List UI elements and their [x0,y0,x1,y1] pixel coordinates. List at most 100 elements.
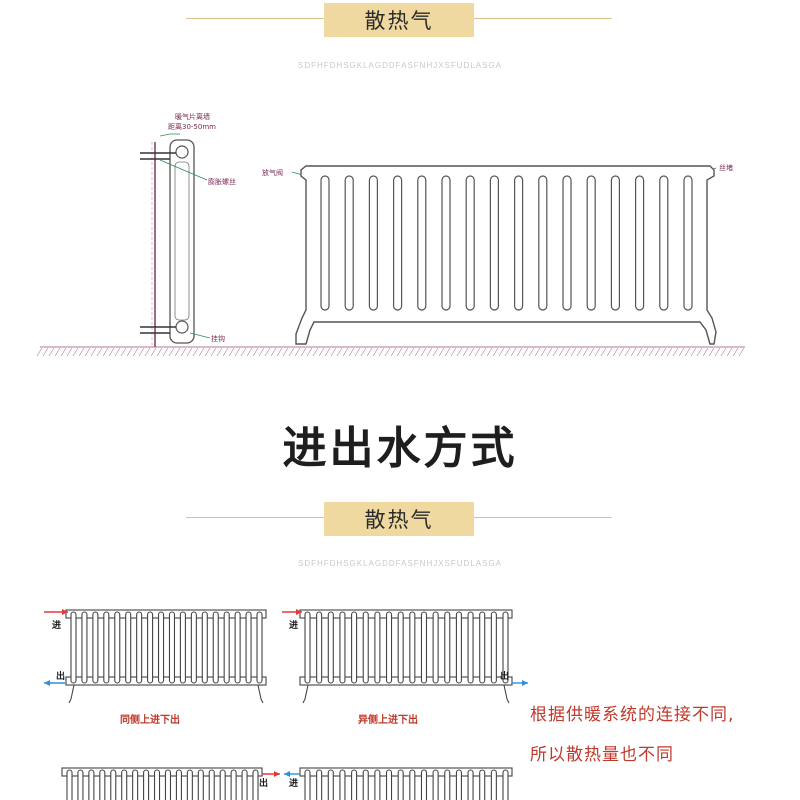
ground-hatch-stroke [126,347,133,357]
ground-hatch-stroke [690,347,697,357]
flow-3-fin [164,769,172,800]
note-line-2: 所以散热量也不同 [530,745,674,765]
flow-3-fin [143,769,150,800]
ground-hatch-stroke [264,347,271,357]
ground-hatch-stroke [204,347,211,357]
ground-hatch-stroke [486,347,493,357]
ground-hatch-stroke [324,347,331,357]
flow-2-in-arrow-head [296,609,302,615]
flow-3-fin [121,769,128,800]
ground-hatch-stroke [570,347,577,357]
leader-bolt [159,159,208,181]
ground-hatch-stroke [684,347,691,357]
bottom-header-line-right [474,517,612,518]
flow-3-fin [66,769,73,800]
flow-1-fin [256,611,263,684]
ground-hatch-stroke [216,347,223,357]
ground-hatch-stroke [282,347,289,357]
flow-1-fin [157,611,165,684]
flow-3-out-arrow-head [274,771,280,777]
ground-hatch-stroke [174,347,181,357]
ground-hatch-stroke [312,347,319,357]
flow-4-in-label: 进 [289,779,299,789]
flow-4-fin [362,769,369,800]
flow-1-fin [212,611,219,684]
flow-2-fin [374,611,381,684]
front-radiator-fin [513,175,524,311]
ground-hatch-stroke [276,347,283,357]
flow-4-fin [444,769,451,800]
ground-hatch-stroke [144,347,151,357]
ground-hatch-stroke [558,347,565,357]
ground-hatch-stroke [522,347,529,357]
ground-hatch-stroke [342,347,349,357]
ground-hatch-stroke [168,347,175,357]
flow-4-fin [339,769,346,800]
flow-4-fin [409,769,416,800]
ground-hatch-stroke [240,347,247,357]
ground-hatch-stroke [48,347,55,357]
ground-hatch-stroke [660,347,667,357]
front-radiator-fin [683,175,693,311]
ground-hatch-stroke [330,347,337,357]
flow-2-fin [304,611,311,684]
flow-1-in-arrow-head [62,609,68,615]
flow-1-top-rail [65,609,267,619]
front-radiator-fin [441,175,451,311]
flow-4-radiator [299,767,513,800]
side-radiator-top-port [175,145,189,159]
flow-4-fin [327,769,334,800]
ground-hatch-stroke [702,347,709,357]
ground-hatch-stroke [480,347,487,357]
ground-hatch-stroke [648,347,655,357]
ground-hatch-stroke [540,347,547,357]
flow-2-fin [502,611,509,684]
ground-hatch-stroke [138,347,145,357]
flow-3-fin [197,769,204,800]
leader-hook [189,332,211,339]
ground-hatch-stroke [36,347,43,357]
flow-1-foot-left [68,684,75,704]
flow-4-fin [420,769,428,800]
flow-1-in-label: 进 [52,621,62,631]
ground-hatch-stroke [732,347,739,357]
flow-1-fin [190,611,197,684]
ground-hatch-stroke [198,347,205,357]
ground-hatch-stroke [306,347,313,357]
flow-3-fin [132,769,139,800]
ground-hatch-stroke [582,347,589,357]
ground-hatch-stroke [714,347,721,357]
flow-2-foot-left [302,684,309,704]
ground-hatch-stroke [372,347,379,357]
ground-hatch-stroke [156,347,163,357]
flow-4-fin [316,769,323,800]
flow-3-fin [153,769,161,800]
ground-hatch-stroke [462,347,469,357]
expansion-bolt-label: 膨胀螺丝 [208,178,236,186]
ground-hatch-stroke [192,347,199,357]
ground-hatch-stroke [234,347,241,357]
front-radiator-fin [368,175,378,311]
ground-hatch-stroke [636,347,643,357]
ground-hatch-stroke [516,347,523,357]
ground-hatch-stroke [180,347,187,357]
flow-1-out-arrow-head [44,680,50,686]
flow-3-top-rail [61,767,263,777]
ground-hatch-stroke [468,347,475,357]
front-radiator-fins [320,175,693,311]
ground-hatch-stroke [132,347,139,357]
flow-1-fin [103,611,110,684]
front-radiator-fin [393,175,403,311]
ground-hatch-stroke [258,347,265,357]
flow-1-caption: 同侧上进下出 [120,715,180,726]
ground-hatch-stroke [102,347,109,357]
flow-1-fin [168,611,176,684]
ground-hatch-stroke [246,347,253,357]
ground-hatch-stroke [396,347,403,357]
flow-2-fin [444,611,451,684]
ground-hatch-stroke [546,347,553,357]
ground-hatch-stroke [300,347,307,357]
flow-4-fin [479,769,486,800]
front-radiator-fin [659,175,669,311]
front-radiator-fin [634,175,645,311]
